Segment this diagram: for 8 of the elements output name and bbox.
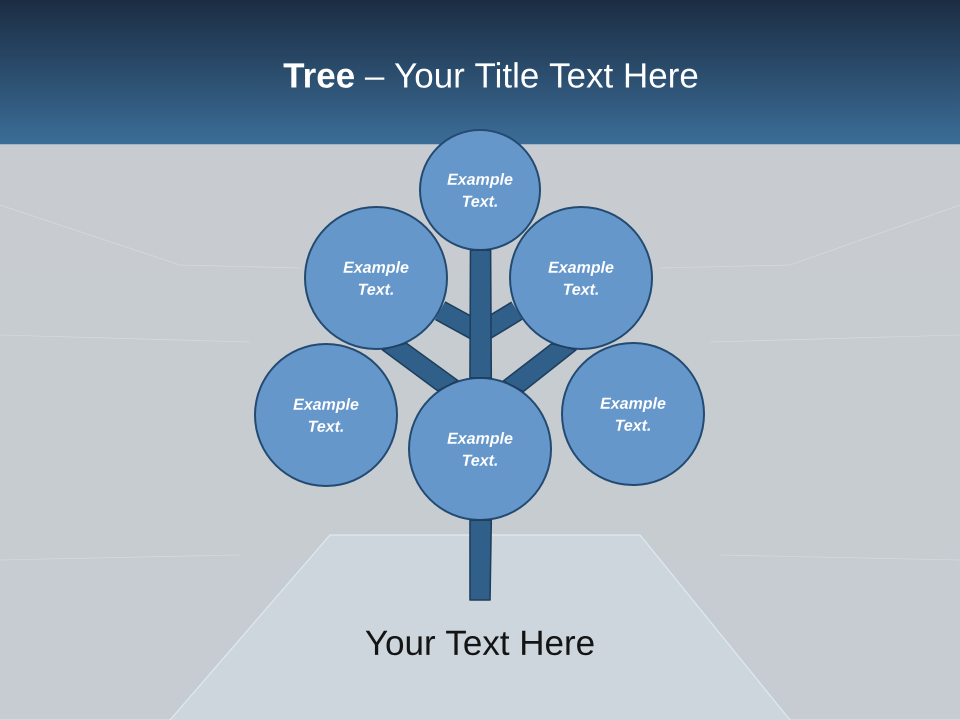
tree-branch [502, 342, 577, 392]
slide-title: Tree – Your Title Text Here [284, 62, 698, 88]
tree-trunk [469, 519, 492, 601]
body-text: Your Text Here [366, 630, 594, 656]
tree-branch [490, 301, 522, 340]
tree-branch [434, 301, 470, 340]
tree-branch [381, 342, 459, 392]
tree-trunk [469, 249, 492, 379]
